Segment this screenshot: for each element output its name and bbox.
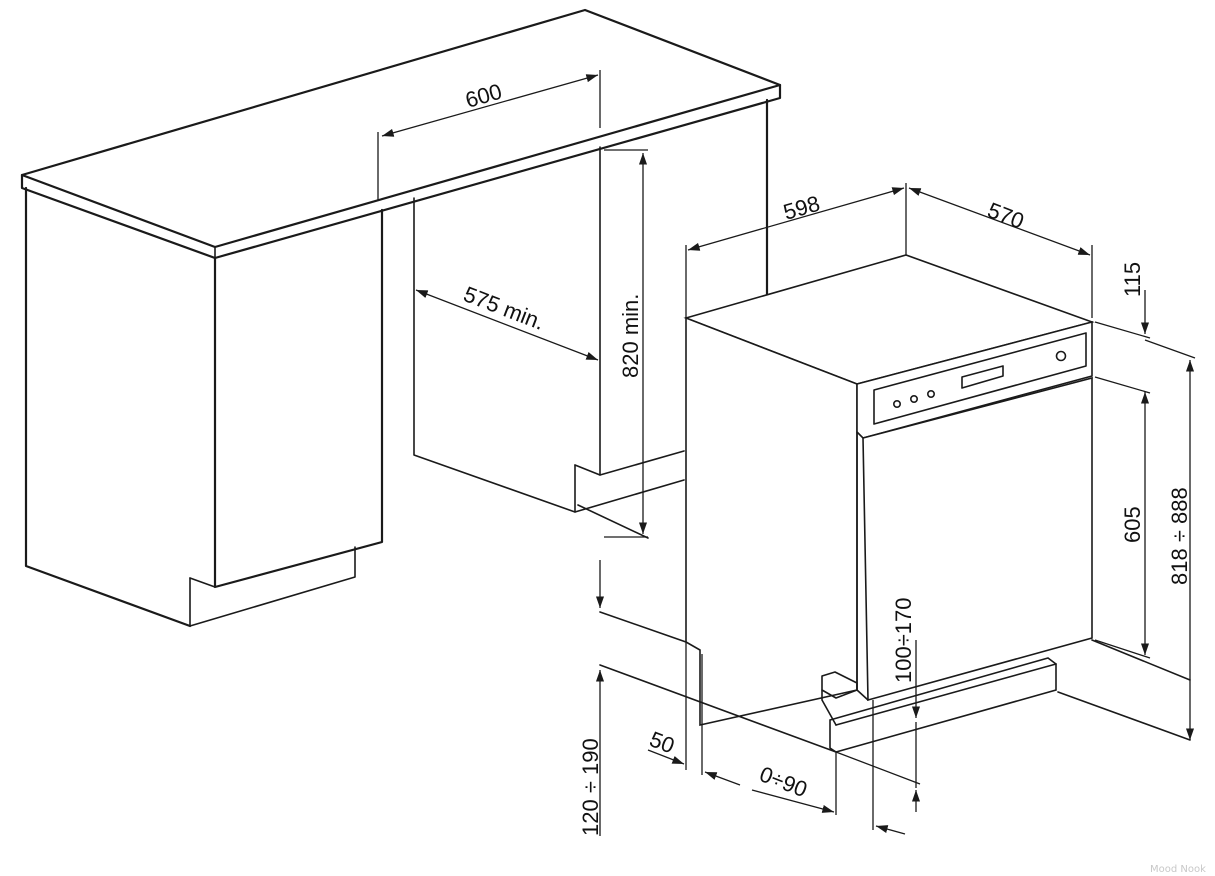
- dim-line-600: [381, 74, 599, 137]
- button-2: [909, 394, 918, 403]
- dim-line-50: [647, 749, 685, 765]
- button-1: [892, 399, 901, 408]
- control-panel: [856, 320, 1093, 439]
- label-820-min: 820 min.: [618, 294, 643, 378]
- dishwasher: [599, 254, 1191, 753]
- label-605: 605: [1120, 506, 1145, 543]
- dim-line-0-90: [751, 789, 835, 813]
- label-50: 50: [646, 726, 678, 758]
- dim-line-570: [908, 187, 1091, 256]
- label-600: 600: [462, 79, 504, 113]
- display-window: [961, 365, 1004, 389]
- dim-line-598: [687, 187, 905, 251]
- door-panel: [862, 376, 1093, 702]
- kitchen-cabinet: [20, 8, 782, 628]
- watermark: Mood Nook: [1150, 864, 1206, 875]
- label-100-170: 100÷170: [891, 598, 916, 684]
- label-570: 570: [984, 197, 1027, 233]
- label-575-min: 575 min.: [460, 281, 548, 335]
- button-3: [926, 389, 935, 398]
- label-818-888: 818 ÷ 888: [1167, 487, 1192, 585]
- label-0-90: 0÷90: [756, 761, 811, 802]
- dim-line-575: [415, 289, 599, 361]
- niche-back-wall: [413, 197, 576, 513]
- plinth: [829, 657, 1057, 753]
- dimension-lines: [377, 70, 1196, 836]
- label-115: 115: [1120, 262, 1145, 297]
- knob: [1055, 350, 1067, 362]
- label-120-190: 120 ÷ 190: [578, 738, 603, 836]
- left-cabinet: [24, 186, 192, 628]
- countertop: [20, 8, 782, 249]
- dishwasher-side: [685, 316, 858, 726]
- label-598: 598: [780, 191, 822, 225]
